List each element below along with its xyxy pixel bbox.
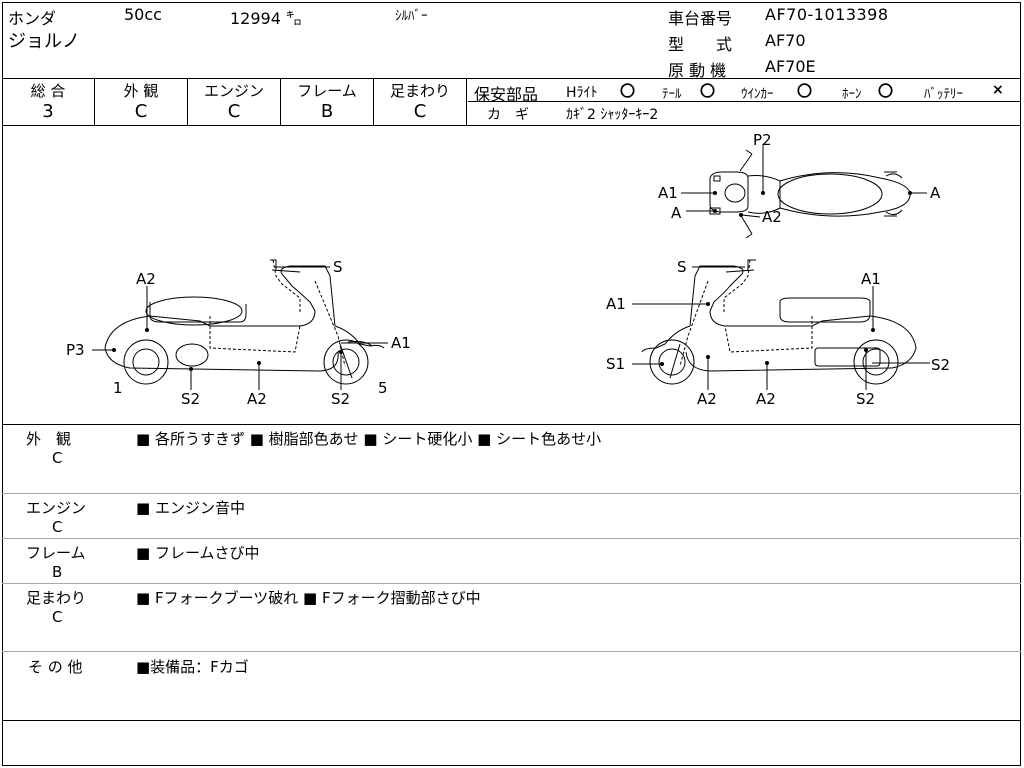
color: ｼﾙﾊﾞｰ bbox=[395, 9, 428, 24]
marker-dots bbox=[112, 191, 912, 371]
grade-suspension-label: 足まわり bbox=[389, 82, 450, 100]
remark-label-suspension: 足まわり bbox=[26, 589, 87, 607]
rule bbox=[2, 583, 1021, 584]
diagram-label: A2 bbox=[697, 390, 717, 408]
key-label: カ ギ bbox=[487, 107, 529, 123]
rule bbox=[2, 538, 1021, 539]
rule bbox=[187, 78, 188, 125]
diagram-label: S1 bbox=[606, 355, 626, 373]
diagram-label: A2 bbox=[136, 270, 156, 288]
remark-label-exterior: 外 観 bbox=[26, 430, 72, 448]
diagram-label: A1 bbox=[861, 270, 881, 288]
diagram-label: S bbox=[677, 258, 687, 276]
diagram-label: S2 bbox=[181, 390, 201, 408]
diagram-label: A bbox=[671, 204, 682, 222]
remark-text-exterior: ■ 各所うすきず ■ 樹脂部色あせ ■ シート硬化小 ■ シート色あせ小 bbox=[136, 430, 602, 448]
diagram-label: A1 bbox=[606, 295, 626, 313]
safety-headlight-mark: 〇 bbox=[620, 82, 636, 100]
frame-no-label: 車台番号 bbox=[668, 9, 733, 28]
remark-text-frame: ■ フレームさび中 bbox=[136, 544, 260, 562]
diagram-label: 1 bbox=[113, 379, 123, 397]
grade-exterior-value: C bbox=[134, 101, 148, 122]
rule bbox=[2, 125, 1021, 126]
displacement: 50cc bbox=[124, 5, 162, 24]
safety-horn-mark: 〇 bbox=[878, 82, 894, 100]
rule bbox=[2, 493, 1021, 494]
rule bbox=[468, 101, 1021, 102]
type-value: AF70 bbox=[765, 31, 806, 50]
remark-grade-suspension: C bbox=[52, 608, 63, 626]
safety-winker: ｳｲﾝｶｰ bbox=[741, 87, 774, 102]
engine-value: AF70E bbox=[765, 57, 816, 76]
grade-total-value: 3 bbox=[42, 101, 54, 122]
safety-tail-mark: 〇 bbox=[700, 82, 716, 100]
remark-text-other: ■装備品：Fカゴ bbox=[136, 658, 249, 676]
maker: ホンダ bbox=[8, 9, 57, 28]
engine-label: 原 動 機 bbox=[668, 61, 727, 80]
remark-text-engine: ■ エンジン音中 bbox=[136, 499, 245, 517]
scooter-diagram bbox=[92, 144, 930, 390]
grade-engine-value: C bbox=[227, 101, 241, 122]
safety-label: 保安部品 bbox=[474, 85, 539, 104]
grade-frame-value: B bbox=[320, 101, 334, 122]
diagram-label: P3 bbox=[66, 341, 85, 359]
diagram-label: A2 bbox=[247, 390, 267, 408]
diagram-label: 5 bbox=[378, 379, 388, 397]
remark-grade-frame: B bbox=[52, 563, 63, 581]
rule bbox=[280, 78, 281, 125]
safety-winker-mark: 〇 bbox=[797, 82, 813, 100]
mileage: 12994 ㌔ bbox=[230, 9, 302, 28]
diagram-label: S bbox=[333, 258, 343, 276]
diagram-label: S2 bbox=[931, 356, 951, 374]
rule bbox=[2, 78, 1021, 79]
remark-label-other: そ の 他 bbox=[28, 658, 83, 676]
rule bbox=[466, 78, 467, 125]
rule bbox=[2, 720, 1021, 721]
rule bbox=[94, 78, 95, 125]
remark-grade-engine: C bbox=[52, 518, 63, 536]
remark-label-engine: エンジン bbox=[26, 499, 87, 517]
remark-label-frame: フレーム bbox=[26, 544, 86, 562]
grade-suspension-value: C bbox=[413, 101, 427, 122]
remark-text-suspension: ■ Fフォークブーツ破れ ■ Fフォーク摺動部さび中 bbox=[136, 589, 481, 607]
grade-frame-label: フレーム bbox=[297, 82, 357, 100]
frame-no: AF70-1013398 bbox=[765, 5, 889, 24]
type-label: 型 式 bbox=[668, 35, 733, 54]
safety-battery: ﾊﾞｯﾃﾘｰ bbox=[924, 87, 963, 102]
diagram-label: A1 bbox=[391, 334, 411, 352]
diagram-label: S2 bbox=[856, 390, 876, 408]
safety-headlight: Hﾗｲﾄ bbox=[566, 85, 598, 101]
grade-engine-label: エンジン bbox=[203, 82, 264, 100]
model-name: ジョルノ bbox=[8, 31, 80, 52]
leader-lines bbox=[92, 144, 930, 390]
grade-exterior-label: 外 観 bbox=[123, 82, 159, 100]
safety-battery-mark: × bbox=[992, 82, 1004, 98]
safety-horn: ﾎｰﾝ bbox=[842, 87, 862, 102]
key-value: ｶｷﾞ2 ｼｬｯﾀｰｷｰ2 bbox=[566, 107, 659, 123]
top-view bbox=[709, 149, 911, 239]
rule bbox=[373, 78, 374, 125]
diagram-label: A2 bbox=[756, 390, 776, 408]
diagram-label: A2 bbox=[762, 208, 782, 226]
remark-grade-exterior: C bbox=[52, 449, 63, 467]
rule bbox=[2, 651, 1021, 652]
safety-tail: ﾃｰﾙ bbox=[662, 87, 682, 102]
diagram-label: A1 bbox=[658, 184, 678, 202]
grade-total-label: 総 合 bbox=[30, 82, 66, 100]
diagram-label: A bbox=[930, 184, 941, 202]
diagram-label: S2 bbox=[331, 390, 351, 408]
diagram-label: P2 bbox=[753, 131, 772, 149]
right-side-view bbox=[641, 259, 917, 385]
rule bbox=[2, 424, 1021, 425]
